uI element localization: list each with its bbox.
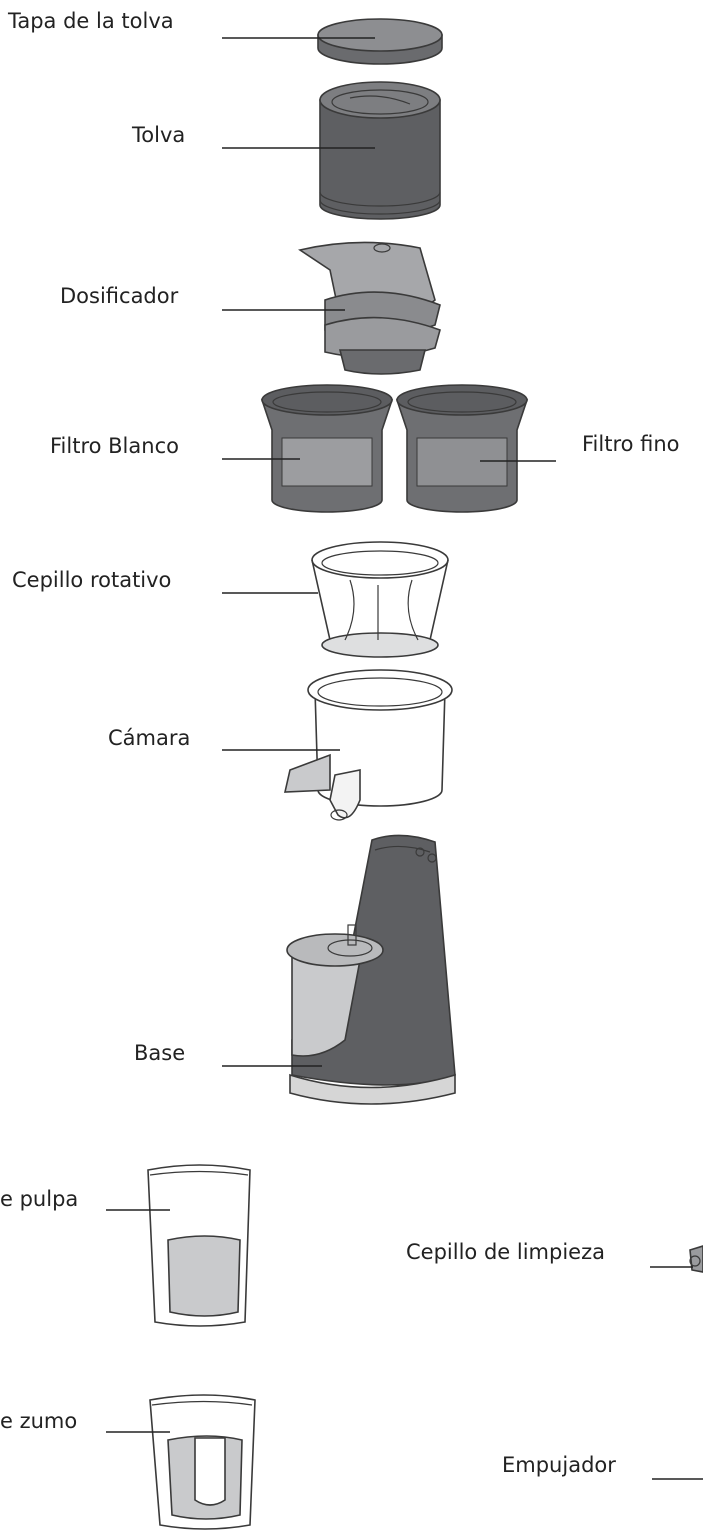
- base-label: Base: [134, 1041, 185, 1065]
- white-filter-part: [260, 384, 394, 513]
- hopper-lid-part: [317, 18, 443, 65]
- cleaning-brush-part: [689, 1245, 703, 1273]
- base-part: [286, 834, 456, 1105]
- hopper-part: [319, 81, 441, 220]
- pusher-label: Empujador: [502, 1453, 616, 1477]
- white-filter-label: Filtro Blanco: [50, 434, 179, 458]
- pulp-container-part: [147, 1164, 251, 1327]
- cleaning-brush-label: Cepillo de limpieza: [406, 1240, 605, 1264]
- rotating-brush-part: [311, 541, 449, 658]
- rotating-brush-label: Cepillo rotativo: [12, 568, 171, 592]
- hopper-lid-label: Tapa de la tolva: [7, 9, 174, 33]
- fine-filter-label: Filtro fino: [582, 432, 680, 456]
- auger-label: Dosificador: [60, 284, 179, 308]
- fine-filter-part: [395, 384, 529, 513]
- juice-container-label: e zumo: [0, 1409, 77, 1433]
- hopper-label: Tolva: [131, 123, 185, 147]
- pulp-container-label: e pulpa: [0, 1187, 78, 1211]
- chamber-part: [283, 669, 453, 821]
- juice-container-part: [149, 1394, 256, 1530]
- chamber-label: Cámara: [108, 726, 190, 750]
- auger-part: [298, 241, 441, 375]
